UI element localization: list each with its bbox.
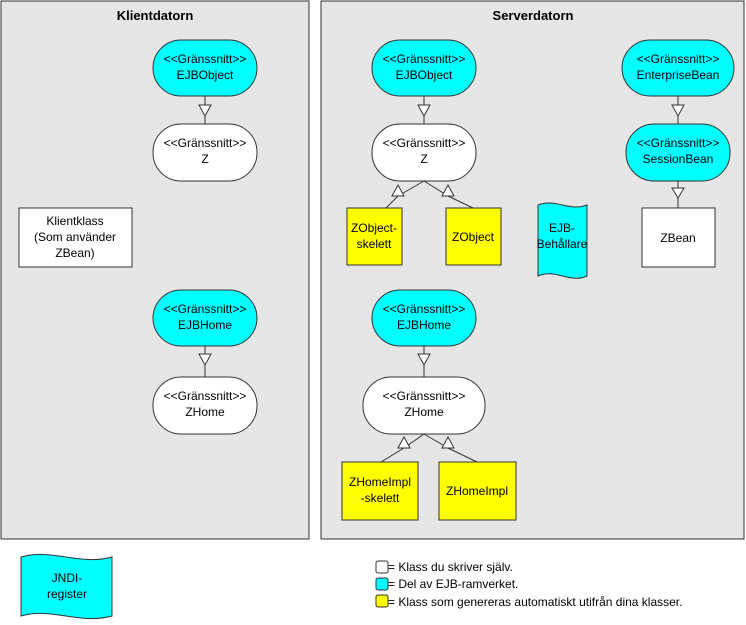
server-z-interface: <<Gränssnitt>> Z bbox=[371, 123, 477, 182]
server-zobject-skelett: ZObject- skelett bbox=[346, 207, 403, 266]
server-zobject: ZObject bbox=[445, 207, 502, 266]
svg-text:SessionBean: SessionBean bbox=[643, 152, 714, 166]
client-panel-title: Klientdatorn bbox=[117, 8, 194, 23]
svg-text:(Som använder: (Som använder bbox=[34, 230, 116, 244]
client-ejbhome-interface: <<Gränssnitt>> EJBHome bbox=[152, 289, 258, 347]
svg-text:EJBHome: EJBHome bbox=[397, 318, 451, 332]
legend-item-own: = Klass du skriver själv. bbox=[375, 560, 513, 574]
svg-text:Klientklass: Klientklass bbox=[46, 214, 103, 228]
svg-text:<<Gränssnitt>>: <<Gränssnitt>> bbox=[164, 389, 247, 403]
svg-text:EnterpriseBean: EnterpriseBean bbox=[637, 68, 720, 82]
svg-text:skelett: skelett bbox=[357, 237, 392, 251]
server-ejbhome-interface: <<Gränssnitt>> EJBHome bbox=[371, 289, 477, 347]
svg-text:ZBean): ZBean) bbox=[55, 246, 94, 260]
client-ejbobject-interface: <<Gränssnitt>> EJBObject bbox=[152, 39, 258, 97]
legend-item-framework: = Del av EJB-ramverket. bbox=[375, 577, 518, 591]
svg-text:ZBean: ZBean bbox=[660, 231, 695, 245]
svg-text:ZHomeImpl: ZHomeImpl bbox=[349, 475, 411, 489]
svg-text:JNDI-: JNDI- bbox=[52, 571, 83, 585]
client-panel: Klientdatorn bbox=[0, 0, 310, 540]
svg-text:<<Gränssnitt>>: <<Gränssnitt>> bbox=[164, 302, 247, 316]
svg-text:<<Gränssnitt>>: <<Gränssnitt>> bbox=[383, 136, 466, 150]
server-ejbobject-interface: <<Gränssnitt>> EJBObject bbox=[371, 39, 477, 97]
svg-text:<<Gränssnitt>>: <<Gränssnitt>> bbox=[383, 52, 466, 66]
svg-text:<<Gränssnitt>>: <<Gränssnitt>> bbox=[164, 52, 247, 66]
server-zhomeimpl: ZHomeImpl bbox=[438, 461, 517, 521]
svg-text:Z: Z bbox=[201, 152, 208, 166]
svg-text:<<Gränssnitt>>: <<Gränssnitt>> bbox=[637, 136, 720, 150]
svg-text:EJBObject: EJBObject bbox=[177, 68, 234, 82]
server-enterprisebean-interface: <<Gränssnitt>> EnterpriseBean bbox=[621, 39, 735, 97]
svg-text:= Klass du skriver själv.: = Klass du skriver själv. bbox=[388, 560, 513, 574]
jndi-register: JNDI- register bbox=[20, 553, 113, 620]
svg-text:<<Gränssnitt>>: <<Gränssnitt>> bbox=[383, 389, 466, 403]
client-zhome-interface: <<Gränssnitt>> ZHome bbox=[152, 376, 258, 435]
svg-text:EJBHome: EJBHome bbox=[178, 318, 232, 332]
server-zhomeimpl-skelett: ZHomeImpl -skelett bbox=[341, 461, 419, 521]
client-z-interface: <<Gränssnitt>> Z bbox=[152, 123, 258, 182]
svg-text:ZHomeImpl: ZHomeImpl bbox=[446, 484, 508, 498]
legend-item-generated: = Klass som genereras automatiskt utifrå… bbox=[375, 594, 682, 609]
server-ejb-container: EJB- Behållare bbox=[537, 202, 588, 279]
server-panel-title: Serverdatorn bbox=[493, 8, 574, 23]
svg-text:ZHome: ZHome bbox=[185, 405, 225, 419]
svg-text:ZHome: ZHome bbox=[404, 405, 444, 419]
svg-text:register: register bbox=[47, 587, 87, 601]
server-zbean: ZBean bbox=[641, 207, 716, 268]
server-zhome-interface: <<Gränssnitt>> ZHome bbox=[362, 376, 486, 435]
client-klientklass: Klientklass (Som använder ZBean) bbox=[18, 207, 133, 268]
svg-text:EJB-: EJB- bbox=[549, 221, 575, 235]
connectors bbox=[198, 96, 685, 463]
svg-text:= Klass som genereras automati: = Klass som genereras automatiskt utifrå… bbox=[388, 595, 682, 609]
svg-text:ZObject: ZObject bbox=[452, 230, 495, 244]
svg-text:-skelett: -skelett bbox=[361, 491, 400, 505]
svg-text:ZObject-: ZObject- bbox=[351, 221, 397, 235]
svg-text:<<Gränssnitt>>: <<Gränssnitt>> bbox=[164, 136, 247, 150]
svg-text:= Del av EJB-ramverket.: = Del av EJB-ramverket. bbox=[388, 577, 518, 591]
svg-text:Behållare: Behållare bbox=[537, 237, 588, 251]
server-sessionbean-interface: <<Gränssnitt>> SessionBean bbox=[625, 123, 731, 182]
svg-text:EJBObject: EJBObject bbox=[396, 68, 453, 82]
svg-text:Z: Z bbox=[420, 152, 427, 166]
svg-text:<<Gränssnitt>>: <<Gränssnitt>> bbox=[637, 52, 720, 66]
legend: = Klass du skriver själv. = Del av EJB-r… bbox=[375, 560, 682, 609]
svg-text:<<Gränssnitt>>: <<Gränssnitt>> bbox=[383, 302, 466, 316]
